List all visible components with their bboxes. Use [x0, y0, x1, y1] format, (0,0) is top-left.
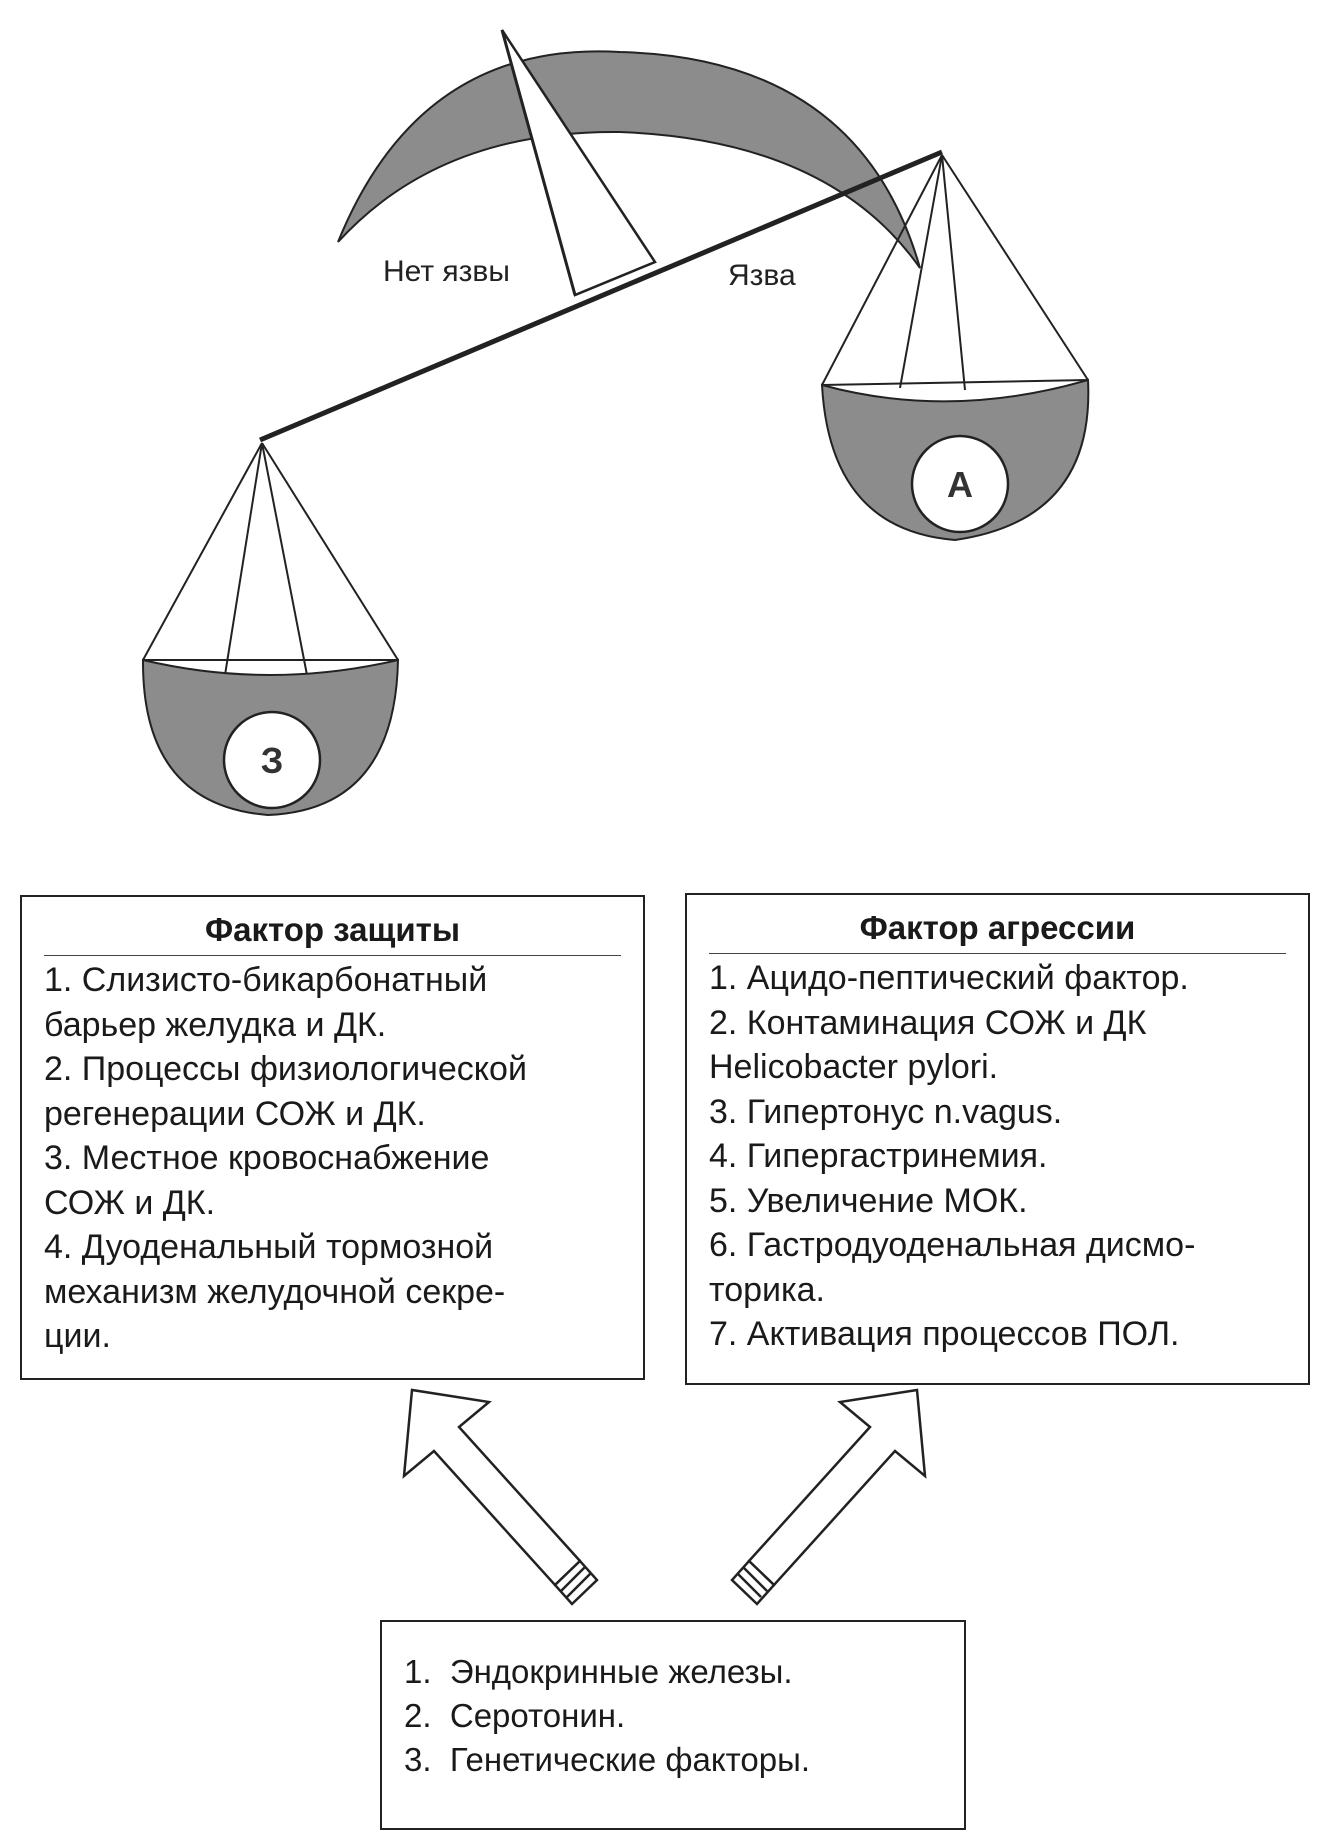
protection-factor-box: Фактор защиты 1. Слизисто-бикарбонатный …: [20, 895, 645, 1380]
protection-line: СОЖ и ДК.: [44, 1183, 216, 1222]
aggression-line: 6. Гастродуоденальная дисмо-: [709, 1226, 1196, 1264]
protection-line: ции.: [44, 1317, 111, 1355]
aggression-line: 7. Активация процессов ПОЛ.: [709, 1315, 1180, 1353]
common-factors-box: 1. Эндокринные железы. 2. Серотонин. 3. …: [380, 1620, 966, 1830]
aggression-line: 4. Гипергастринемия.: [709, 1137, 1048, 1175]
protection-line: 1. Слизисто-бикарбонатный: [44, 961, 488, 999]
aggression-factor-box: Фактор агрессии 1. Ацидо-пептический фак…: [685, 893, 1310, 1385]
aggression-title: Фактор агрессии: [709, 909, 1286, 954]
common-line: 1. Эндокринные железы.: [404, 1653, 793, 1690]
protection-line: барьер желудка и ДК.: [44, 1005, 387, 1044]
protection-line: регенерации СОЖ и ДК.: [44, 1094, 426, 1133]
protection-line: 4. Дуоденальный тормозной: [44, 1228, 494, 1266]
left-pan-letter: З: [261, 740, 284, 781]
label-ulcer: Язва: [728, 259, 796, 292]
protection-line: механизм желудочной секре-: [44, 1272, 506, 1311]
aggression-list: 1. Ацидо-пептический фактор. 2. Контамин…: [687, 956, 1308, 1357]
right-pan-letter: А: [947, 464, 973, 505]
aggression-line: 3. Гипертонус n.vagus.: [709, 1092, 1063, 1131]
arrow-to-aggression: [730, 1388, 927, 1606]
aggression-line: 5. Увеличение МОК.: [709, 1181, 1028, 1220]
protection-line: 3. Местное кровоснабжение: [44, 1139, 490, 1177]
aggression-line: Helicobacter pylori.: [709, 1048, 999, 1086]
aggression-line: торика.: [709, 1270, 825, 1309]
scale-needle-edge: [500, 29, 577, 296]
left-pan-strings: [142, 442, 399, 676]
aggression-line: 1. Ацидо-пептический фактор.: [709, 959, 1189, 997]
common-line: 3. Генетические факторы.: [404, 1741, 810, 1778]
scale-beam: [259, 149, 943, 443]
protection-title: Фактор защиты: [44, 911, 621, 956]
common-line: 2. Серотонин.: [404, 1697, 626, 1734]
arrow-to-protection: [402, 1388, 599, 1606]
common-list: 1. Эндокринные железы. 2. Серотонин. 3. …: [382, 1624, 964, 1782]
protection-line: 2. Процессы физиологической: [44, 1050, 527, 1088]
left-pan-circle: [222, 710, 322, 810]
aggression-line: 2. Контаминация СОЖ и ДК: [709, 1003, 1147, 1042]
label-no-ulcer: Нет язвы: [383, 255, 510, 288]
right-pan-circle: [910, 434, 1010, 534]
protection-list: 1. Слизисто-бикарбонатный барьер желудка…: [22, 958, 643, 1359]
right-pan-strings: [821, 154, 1089, 391]
